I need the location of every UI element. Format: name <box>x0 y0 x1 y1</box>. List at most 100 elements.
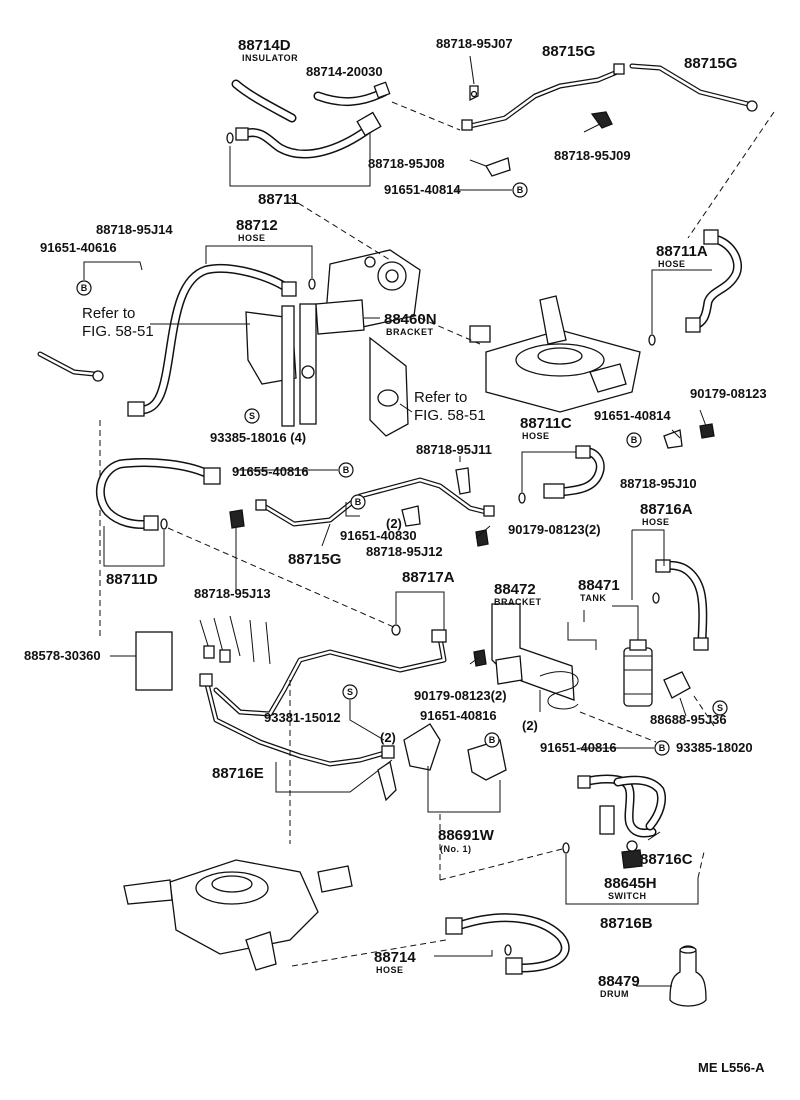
bolt-90179-08123-a[interactable] <box>699 423 715 439</box>
label-93385-18020: 93385-18020 <box>676 740 753 755</box>
bracket-88460N[interactable] <box>315 299 365 335</box>
label-93385-18016: 93385-18016 (4) <box>210 430 306 445</box>
pipe-fragment-left[interactable] <box>37 351 104 382</box>
label-88715G-a: 88715G <box>542 43 595 60</box>
label-insulator: INSULATOR <box>242 53 298 63</box>
insulator-88714D[interactable] <box>231 79 297 123</box>
clamp-88718-95J09[interactable] <box>590 111 613 129</box>
o-ring-88714 <box>504 944 512 956</box>
tank-88471[interactable] <box>623 639 653 707</box>
label-hose-88716A: HOSE <box>642 517 670 527</box>
o-ring-88711A <box>648 334 656 346</box>
tube-88717A[interactable] <box>213 629 447 717</box>
label-88716C: 88716C <box>640 851 693 868</box>
hose-88714[interactable] <box>445 913 570 975</box>
o-ring-88717A <box>391 624 401 636</box>
o-ring-88711D <box>160 518 168 530</box>
hose-88716C[interactable] <box>577 774 667 838</box>
tube-88716E[interactable] <box>199 673 395 767</box>
hose-88712[interactable] <box>127 263 297 417</box>
tube-88715G-upper[interactable] <box>461 63 625 131</box>
pipe-bundle[interactable] <box>199 615 271 665</box>
label-91651-40830: 91651-40830 <box>340 528 417 543</box>
svg-text:B: B <box>355 497 362 507</box>
svg-text:B: B <box>343 465 350 475</box>
label-88715G-c: 88715G <box>288 551 341 568</box>
symbol-b-91651-40814-b: B <box>626 432 642 448</box>
label-88688-95J36: 88688-95J36 <box>650 712 727 727</box>
clamp-88718-95J08[interactable] <box>485 157 511 177</box>
label-88645H: 88645H <box>604 875 657 892</box>
svg-text:B: B <box>517 185 524 195</box>
label-refer-a1: Refer to <box>82 305 135 322</box>
label-91651-40814-b: 91651-40814 <box>594 408 671 423</box>
coil-88472[interactable] <box>539 671 579 710</box>
label-88714D: 88714D <box>238 37 291 54</box>
clamp-88718-95J11[interactable] <box>455 467 471 495</box>
label-refer-b2: FIG. 58-51 <box>414 407 486 424</box>
hose-88711C[interactable] <box>543 445 605 499</box>
hose-88716A[interactable] <box>655 559 709 651</box>
label-hose-88711A: HOSE <box>658 259 686 269</box>
svg-text:S: S <box>347 687 353 697</box>
switch-88645H[interactable] <box>621 840 643 869</box>
label-refer-b1: Refer to <box>414 389 467 406</box>
label-90179-08123-a: 90179-08123 <box>690 386 767 401</box>
label-88711A: 88711A <box>656 243 708 260</box>
clamp-88718-95J13[interactable] <box>229 509 245 529</box>
clamp-88718-95J10[interactable] <box>663 429 683 449</box>
label-88716A: 88716A <box>640 501 693 518</box>
symbol-s-93385-18016: S <box>244 408 260 424</box>
o-ring-88711C <box>518 492 526 504</box>
svg-text:S: S <box>717 703 723 713</box>
o-ring-88716A <box>652 592 660 604</box>
fitting-88688-95J36[interactable] <box>663 671 691 699</box>
symbol-s-93381-15012: S <box>342 684 358 700</box>
label-88715G-b: 88715G <box>684 55 737 72</box>
label-hose-88712: HOSE <box>238 233 266 243</box>
footer-code: ME L556-A <box>698 1060 765 1075</box>
tube-88715G-right[interactable] <box>629 63 758 112</box>
clamp-88718-95J07[interactable] <box>469 85 479 102</box>
clamp-88718-95J12[interactable] <box>401 505 421 527</box>
evaporator-housing-lower[interactable] <box>123 859 353 971</box>
label-88711C: 88711C <box>520 415 572 432</box>
tube-88715G-center[interactable] <box>255 477 495 527</box>
label-tank-88471: TANK <box>580 593 606 603</box>
hose-88714-20030[interactable] <box>313 81 391 107</box>
svg-text:B: B <box>489 735 496 745</box>
drum-88479[interactable] <box>669 945 707 1007</box>
label-91655-40816: 91655-40816 <box>232 464 309 479</box>
plate-88578-30360[interactable] <box>135 631 173 691</box>
label-qty2-b: (2) <box>522 718 538 733</box>
evaporator-unit[interactable] <box>469 295 641 413</box>
hose-88711D[interactable] <box>95 458 221 531</box>
symbol-b-91651-40616: B <box>76 280 92 296</box>
label-88471: 88471 <box>578 577 620 594</box>
bracket-88691W[interactable] <box>377 723 507 802</box>
label-88714-20030: 88714-20030 <box>306 64 383 79</box>
label-91651-40616: 91651-40616 <box>40 240 117 255</box>
label-90179-08123-b: 90179-08123(2) <box>508 522 601 537</box>
label-88718-95J12: 88718-95J12 <box>366 544 443 559</box>
label-88716B: 88716B <box>600 915 653 932</box>
symbol-b-88691W: B <box>484 732 500 748</box>
svg-text:B: B <box>659 743 666 753</box>
bolt-90179-08123-b[interactable] <box>475 529 489 547</box>
svg-text:S: S <box>249 411 255 421</box>
hose-88711A[interactable] <box>685 229 742 333</box>
label-88711D: 88711D <box>106 571 158 588</box>
bracket-plate-left[interactable] <box>245 303 317 427</box>
bracket-plate-right[interactable] <box>369 336 409 437</box>
label-88717A: 88717A <box>402 569 455 586</box>
bolt-90179-08123-c[interactable] <box>473 649 487 667</box>
hose-88711[interactable] <box>226 111 382 159</box>
label-88712: 88712 <box>236 217 278 234</box>
label-bracket-88460N: BRACKET <box>386 327 434 337</box>
label-90179-08123-c: 90179-08123(2) <box>414 688 507 703</box>
bracket-88472[interactable] <box>491 603 575 701</box>
label-refer-a2: FIG. 58-51 <box>82 323 154 340</box>
label-93381-15012: 93381-15012 <box>264 710 341 725</box>
svg-text:B: B <box>81 283 88 293</box>
